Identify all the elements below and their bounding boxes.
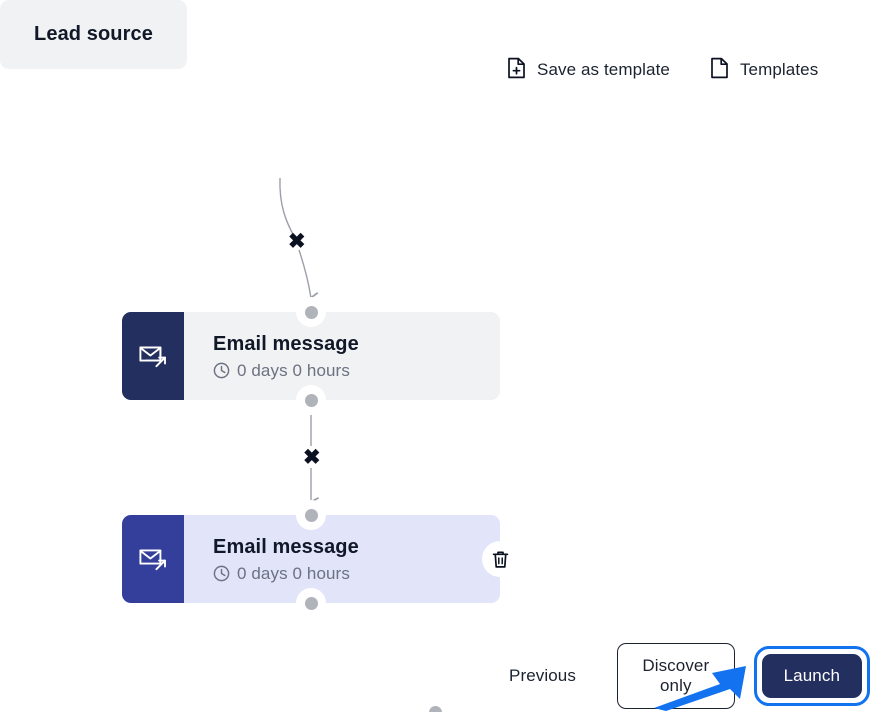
node-input-port[interactable]	[296, 500, 326, 530]
flow-node-email-message-1[interactable]: Email message 0 days 0 hours	[122, 297, 500, 415]
node-output-port[interactable]	[420, 697, 450, 712]
flow-node-lead-source[interactable]: Lead source	[0, 0, 450, 712]
document-plus-icon	[507, 57, 526, 82]
node-input-port[interactable]	[296, 297, 326, 327]
document-icon	[710, 57, 729, 82]
node-body: Email message 0 days 0 hours	[184, 312, 500, 400]
node-body: Email message 0 days 0 hours	[184, 515, 500, 603]
node-delay-text: 0 days 0 hours	[237, 360, 350, 380]
templates-label: Templates	[739, 59, 819, 79]
save-as-template-button[interactable]: Save as template	[505, 55, 672, 84]
node-delay: 0 days 0 hours	[213, 361, 500, 381]
node-title: Lead source	[34, 23, 153, 45]
launch-button-focus-ring: Launch	[753, 646, 870, 706]
node-title: Email message	[213, 535, 359, 558]
templates-button[interactable]: Templates	[708, 55, 820, 84]
node-delay: 0 days 0 hours	[213, 564, 500, 584]
canvas-toolbar: Save as template Templates	[505, 55, 820, 84]
discover-only-button[interactable]: Discover only	[616, 643, 735, 709]
email-send-icon	[122, 312, 184, 400]
previous-button[interactable]: Previous	[505, 658, 580, 694]
launch-button[interactable]: Launch	[761, 654, 862, 698]
clock-icon	[213, 362, 230, 379]
save-as-template-label: Save as template	[537, 59, 670, 79]
node-output-port[interactable]	[296, 588, 326, 618]
trash-icon	[491, 549, 510, 570]
node-delay-text: 0 days 0 hours	[237, 563, 350, 583]
footer-actions: Previous Discover only Launch	[505, 643, 870, 709]
connector-remove-icon-2[interactable]: ✖	[303, 446, 321, 469]
node-output-port[interactable]	[296, 385, 326, 415]
flow-node-email-message-2[interactable]: Email message 0 days 0 hours	[122, 500, 518, 618]
node-title: Email message	[213, 332, 359, 355]
clock-icon	[213, 565, 230, 582]
email-send-icon	[122, 515, 184, 603]
connector-remove-icon-1[interactable]: ✖	[288, 230, 306, 253]
delete-node-button[interactable]	[482, 541, 518, 577]
